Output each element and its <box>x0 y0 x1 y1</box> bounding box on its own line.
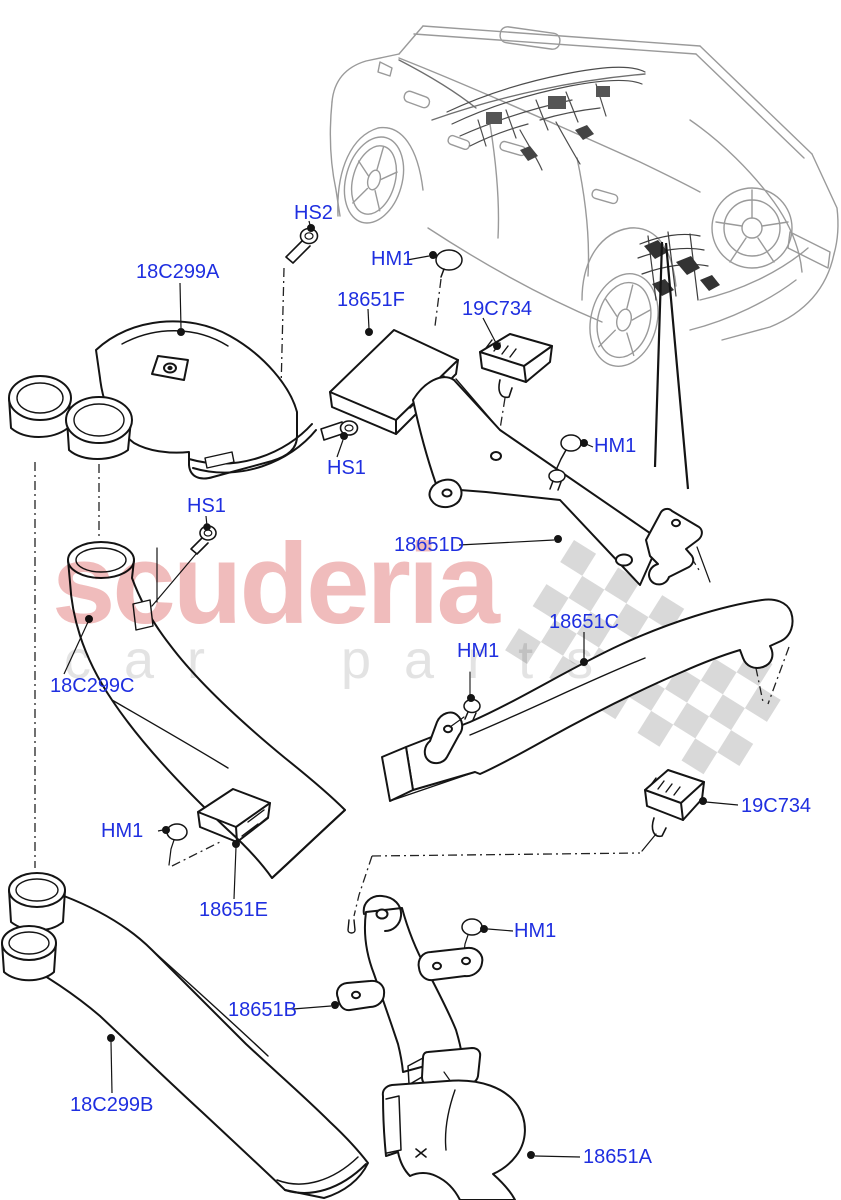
duct-parts <box>1 227 794 1200</box>
part-label-18c299a[interactable]: 18C299A <box>136 261 220 283</box>
part-label-19c734-right[interactable]: 19C734 <box>741 795 812 817</box>
rivet-HM1-top <box>435 249 463 278</box>
part-label-hm1-18651d[interactable]: HM1 <box>594 435 637 457</box>
part-label-hs1-right[interactable]: HS1 <box>327 457 366 479</box>
locator-pointer <box>653 241 690 490</box>
part-label-18651e[interactable]: 18651E <box>199 899 268 921</box>
connector-19C734-right <box>641 769 705 852</box>
part-label-18651b[interactable]: 18651B <box>228 999 297 1021</box>
part-label-hm1-18651c[interactable]: HM1 <box>457 640 500 662</box>
part-label-18651d[interactable]: 18651D <box>394 534 465 556</box>
part-label-hm1-18651e[interactable]: HM1 <box>101 820 144 842</box>
duct-18651B <box>336 894 507 1161</box>
screw-HS2 <box>285 227 319 264</box>
part-label-18c299b[interactable]: 18C299B <box>70 1094 154 1116</box>
part-label-hs2[interactable]: HS2 <box>294 202 333 224</box>
part-label-19c734-top[interactable]: 19C734 <box>462 298 533 320</box>
part-label-hs1-left[interactable]: HS1 <box>187 495 226 517</box>
module-18651E <box>197 788 271 843</box>
watermark-subtitle: car parts <box>64 630 627 690</box>
duct-18651A <box>381 1079 526 1200</box>
rivet-HM1-18651e <box>166 823 188 866</box>
watermark-brand: scuderia <box>52 521 500 648</box>
duct-18C299C <box>67 541 346 879</box>
duct-18651D <box>412 376 711 586</box>
part-label-hm1-top[interactable]: HM1 <box>371 248 414 270</box>
label-leaders <box>63 220 739 1159</box>
part-label-18651f[interactable]: 18651F <box>337 289 405 311</box>
part-label-18651c[interactable]: 18651C <box>549 611 620 633</box>
vehicle-illustration <box>329 25 839 367</box>
dashboard-cutaway-sketch <box>446 66 646 171</box>
part-label-18651a[interactable]: 18651A <box>583 1146 652 1168</box>
duct-18C299B <box>1 872 369 1199</box>
duct-18651C <box>381 598 794 802</box>
part-label-18c299c[interactable]: 18C299C <box>50 675 135 697</box>
part-label-hm1-18651b[interactable]: HM1 <box>514 920 557 942</box>
duct-18C299A <box>8 320 317 480</box>
screw-HS1-left <box>151 525 217 607</box>
screw-HS1-right <box>320 420 359 441</box>
